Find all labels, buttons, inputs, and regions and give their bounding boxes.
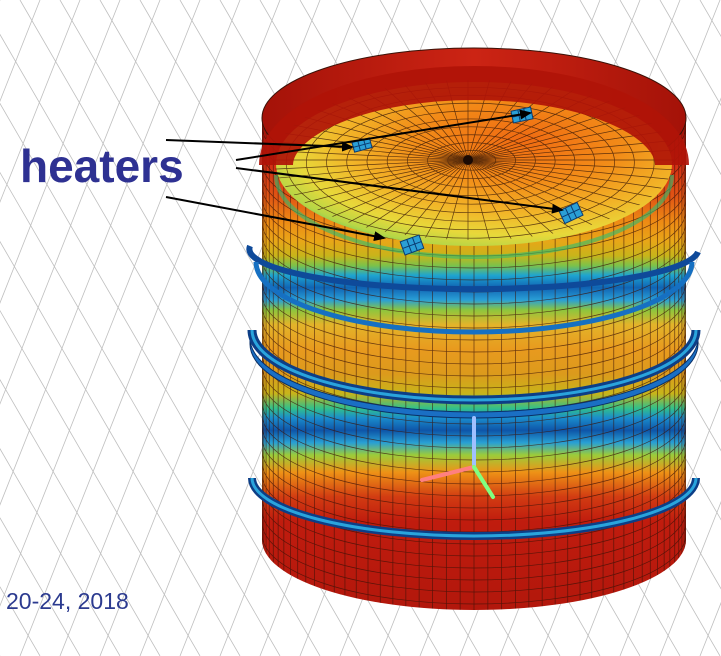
arrow-to-heater [235, 167, 564, 214]
heater-pad [399, 234, 425, 256]
arrow-to-heater [165, 196, 386, 242]
annotation-arrows [165, 109, 564, 242]
heater-pad [558, 201, 584, 225]
date-footer: 20-24, 2018 [6, 588, 129, 614]
upper-flange-ring [246, 244, 701, 405]
heaters-label: heaters [20, 140, 184, 192]
arrow-to-heater [235, 109, 532, 161]
lower-flange-ring [248, 337, 700, 540]
coordinate-triad [420, 416, 495, 499]
